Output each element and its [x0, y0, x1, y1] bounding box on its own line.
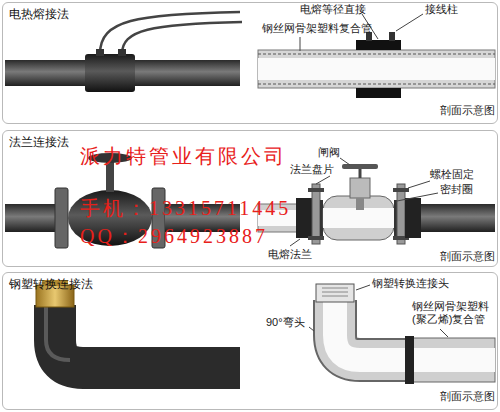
gate	[356, 198, 364, 210]
watermark: 派力特管业有限公司	[80, 146, 287, 166]
pipe-bore	[412, 348, 495, 372]
elbow	[55, 305, 240, 368]
fusion-flange	[296, 198, 312, 238]
elbow-section	[335, 300, 412, 360]
terminal	[118, 49, 126, 56]
part-label: 接线柱	[425, 3, 458, 16]
leader-line	[300, 37, 301, 51]
panel-ground	[2, 2, 498, 124]
handwheel	[342, 164, 378, 169]
pipe-section	[258, 50, 495, 88]
method-panel: 钢塑转换连接法	[2, 272, 498, 410]
terminal-post	[389, 32, 395, 41]
watermark: 手机：13315711445	[80, 198, 291, 218]
wire	[122, 22, 242, 54]
steel-plastic-connector	[316, 284, 354, 302]
leader-line	[440, 329, 448, 337]
thread	[322, 296, 348, 297]
leader-line	[340, 158, 350, 165]
part-label: 剖面示意图	[440, 250, 495, 263]
watermark: QQ：2964923887	[80, 226, 268, 246]
panel-heading: 电热熔接法	[3, 3, 75, 25]
leader-line	[408, 181, 430, 188]
pipe-bore	[258, 58, 495, 80]
flange-plate	[397, 184, 405, 244]
elbow-bore	[335, 300, 412, 360]
leader-line	[316, 176, 330, 184]
valve-body	[323, 196, 394, 240]
part-label: 法兰盘片	[290, 163, 334, 176]
valve-stem	[359, 168, 362, 178]
bolt	[308, 188, 324, 192]
leader-line	[290, 239, 300, 246]
panel-ground	[2, 272, 498, 410]
coupling	[85, 54, 135, 92]
pipe	[421, 204, 495, 232]
coupling-section	[356, 88, 401, 98]
part-label: 闸阀	[318, 146, 340, 159]
thread	[322, 292, 348, 293]
leader-line	[396, 14, 423, 31]
part-label: 钢丝网骨架塑料 (聚乙烯)复合管	[412, 300, 496, 325]
bolt	[393, 188, 409, 192]
bolt	[308, 236, 324, 240]
flange-plate	[312, 184, 320, 244]
part-label: 90°弯头	[266, 316, 305, 329]
fusion-flange	[405, 198, 421, 238]
method-panel: 电热熔接法	[2, 2, 498, 124]
coupling-section	[356, 40, 401, 50]
wire	[100, 12, 240, 54]
part-label: 钢丝网骨架塑料复合管	[262, 22, 372, 35]
part-label: 剖面示意图	[440, 390, 495, 403]
panel-heading: 法兰连接法	[3, 131, 75, 153]
pipe	[5, 204, 57, 232]
valve-bore	[323, 208, 394, 228]
leader-line	[356, 285, 370, 290]
bonnet	[350, 178, 370, 198]
steel-mesh	[258, 54, 495, 55]
panel-ground	[2, 130, 498, 267]
pipe-section	[412, 338, 495, 382]
leader-line	[397, 193, 438, 201]
joint	[405, 336, 414, 384]
elbow-highlight	[46, 305, 70, 360]
part-label: 电熔法兰	[268, 248, 312, 261]
part-label: 电熔等径直接	[300, 3, 366, 16]
part-label: 钢塑转换连接头	[372, 277, 449, 290]
steel-mesh	[258, 84, 495, 85]
terminal	[96, 49, 104, 56]
thread	[322, 288, 348, 289]
elbow-section	[335, 300, 412, 360]
part-label: 剖面示意图	[440, 104, 495, 117]
panel-heading: 钢塑转换连接法	[3, 273, 99, 295]
flange	[55, 188, 68, 248]
part-label: 密封圈	[440, 183, 473, 196]
part-label: 螺栓固定	[430, 168, 474, 181]
leader-line	[309, 327, 314, 331]
